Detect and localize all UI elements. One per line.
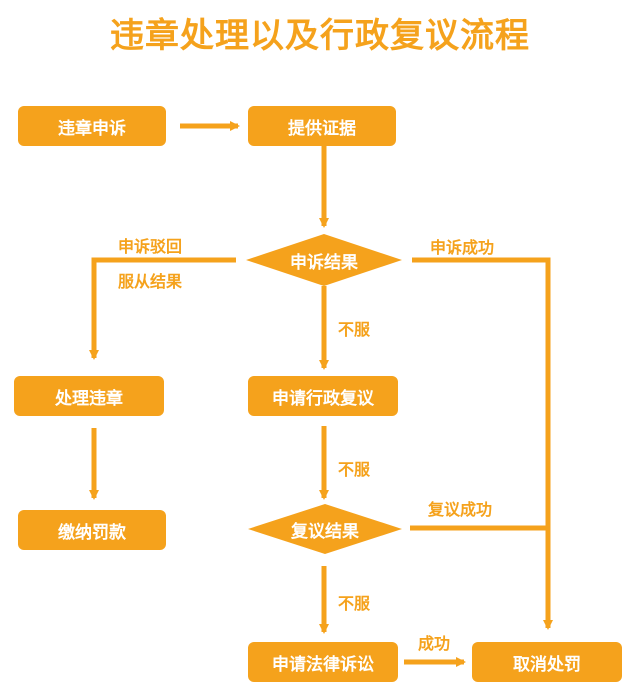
node-appeal-result-label: 申诉结果	[290, 252, 358, 273]
edge-label-not-accept-1: 不服	[338, 320, 371, 339]
page-title: 违章处理以及行政复议流程	[110, 16, 530, 56]
node-apply-lawsuit: 申请法律诉讼	[248, 642, 398, 682]
edge-label-success: 成功	[418, 634, 451, 653]
node-appeal: 违章申诉	[18, 106, 166, 146]
node-review-result: 复议结果	[248, 504, 402, 554]
edge-label-review-success: 复议成功	[428, 500, 493, 519]
node-apply-review-label: 申请行政复议	[272, 388, 374, 409]
node-pay-fine-label: 缴纳罚款	[58, 522, 126, 543]
node-cancel-penalty: 取消处罚	[472, 642, 622, 682]
node-pay-fine: 缴纳罚款	[18, 510, 166, 550]
arrow-appeal-success-to-cancel	[412, 257, 553, 630]
node-cancel-penalty-label: 取消处罚	[513, 654, 581, 675]
decision-diamond-shape	[246, 234, 402, 286]
node-evidence: 提供证据	[248, 106, 396, 146]
arrow-result-to-handle	[89, 257, 236, 360]
node-handle-violation-label: 处理违章	[55, 388, 123, 409]
node-appeal-label: 违章申诉	[58, 118, 126, 139]
node-appeal-result: 申诉结果	[246, 234, 402, 286]
edge-label-appeal-rejected: 申诉驳回	[118, 237, 183, 256]
node-review-result-label: 复议结果	[291, 521, 359, 542]
node-apply-review: 申请行政复议	[248, 376, 398, 416]
edge-label-accept-result: 服从结果	[118, 272, 183, 291]
edge-label-not-accept-2: 不服	[338, 460, 371, 479]
edge-label-not-accept-3: 不服	[338, 594, 371, 613]
node-apply-lawsuit-label: 申请法律诉讼	[272, 654, 374, 675]
node-handle-violation: 处理违章	[14, 376, 164, 416]
decision-diamond-shape	[248, 504, 402, 554]
node-evidence-label: 提供证据	[288, 118, 356, 139]
edge-label-appeal-success: 申诉成功	[430, 238, 495, 257]
